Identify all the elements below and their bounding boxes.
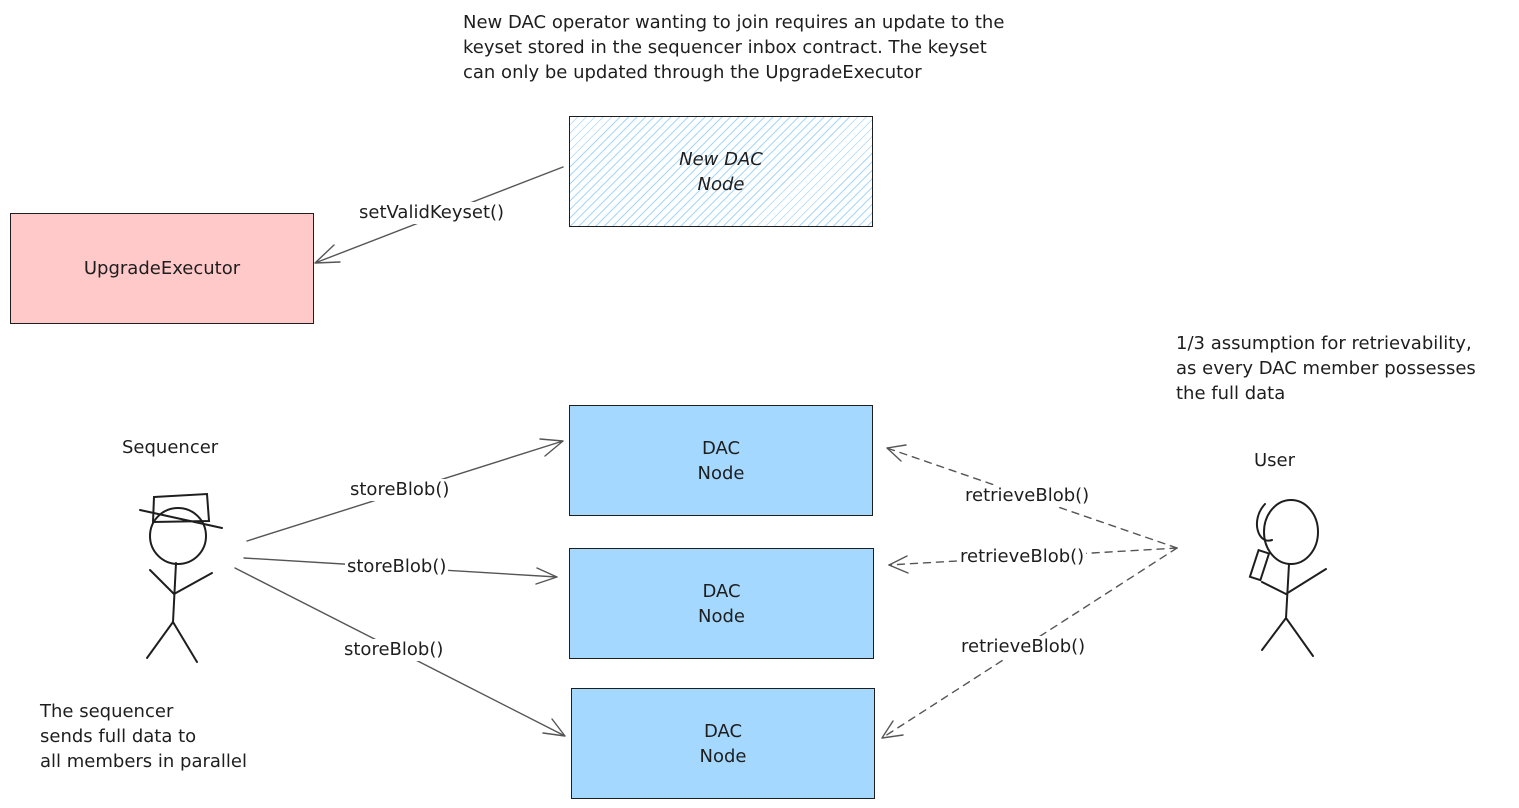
sequencer-figure xyxy=(139,492,223,663)
dac-node-label-1: DAC Node xyxy=(697,437,745,484)
edge-label-store-2: storeBlob() xyxy=(345,556,449,578)
edge-label-store-3: storeBlob() xyxy=(342,639,446,661)
retrieve-arrowhead-2 xyxy=(888,555,909,574)
new-dac-node-box: New DAC Node xyxy=(569,116,873,227)
retrieve-arrowhead-1 xyxy=(886,444,907,462)
dac-node-box-1: DAC Node xyxy=(569,405,873,516)
phone-icon xyxy=(1248,548,1271,582)
user-figure xyxy=(1248,499,1327,657)
edge-label-retrieve-3: retrieveBlob() xyxy=(959,636,1088,658)
retrieve-arrowhead-3 xyxy=(881,720,904,739)
note-sequencer: The sequencer sends full data to all mem… xyxy=(40,701,247,772)
dac-node-label-2: DAC Node xyxy=(698,580,745,627)
edge-label-set-keyset: setValidKeyset() xyxy=(357,202,507,224)
sequencer-label: Sequencer xyxy=(122,437,219,458)
hat-icon xyxy=(139,492,223,529)
note-retrievability: 1/3 assumption for retrievability, as ev… xyxy=(1176,333,1476,404)
upgrade-executor-label: UpgradeExecutor xyxy=(83,258,241,279)
new-dac-node-label: New DAC Node xyxy=(679,148,763,195)
edge-label-store-1: storeBlob() xyxy=(348,479,452,501)
edge-label-retrieve-1: retrieveBlob() xyxy=(963,485,1092,507)
note-new-operator: New DAC operator wanting to join require… xyxy=(463,12,1005,83)
dac-node-label-3: DAC Node xyxy=(699,720,747,767)
upgrade-executor-box: UpgradeExecutor xyxy=(10,213,314,324)
dac-node-box-2: DAC Node xyxy=(569,548,874,659)
dac-node-box-3: DAC Node xyxy=(571,688,875,799)
user-label: User xyxy=(1254,450,1296,471)
edge-label-retrieve-2: retrieveBlob() xyxy=(958,546,1087,568)
